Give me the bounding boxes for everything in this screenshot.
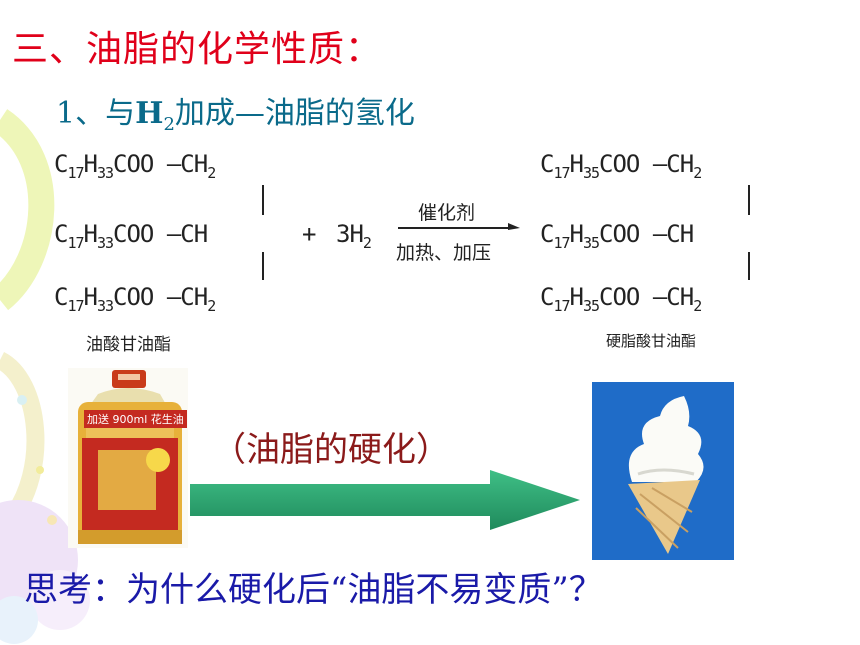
subtitle-sub: 2 <box>163 114 175 135</box>
reactant-bond-1 <box>262 185 264 215</box>
reagent-h2: 3H2 <box>336 220 372 252</box>
subtitle-suffix: 加成—油脂的氢化 <box>174 96 415 131</box>
bottle-label: 加送 900ml 花生油 <box>84 410 187 428</box>
process-arrow <box>190 470 580 530</box>
plus-sign: + <box>302 220 316 248</box>
reactant-name: 油酸甘油酯 <box>86 335 171 355</box>
slide-title: 三、油脂的化学性质： <box>12 29 383 70</box>
product-bond-1 <box>748 185 750 215</box>
reactant-bond-2 <box>262 252 264 280</box>
product-bond-2 <box>748 252 750 280</box>
reaction-arrow <box>398 223 520 230</box>
question-text: 思考：为什么硬化后“油脂不易变质”？ <box>24 570 603 610</box>
reactant-row-3: C17H33COO —CH2 <box>54 283 216 315</box>
product-name: 硬脂酸甘油酯 <box>606 332 697 350</box>
product-row-3: C17H35COO —CH2 <box>540 283 702 315</box>
hardening-label: （油脂的硬化） <box>212 430 450 470</box>
ice-cream-image <box>592 382 734 560</box>
catalyst-label: 催化剂 <box>418 202 476 224</box>
reactant-row-1: C17H33COO —CH2 <box>54 150 216 182</box>
subtitle-h: H <box>135 96 164 131</box>
product-row-2: C17H35COO —CH <box>540 220 694 252</box>
subtitle-prefix: 1、与 <box>56 96 136 131</box>
slide-subtitle: 1、与H2加成—油脂的氢化 <box>56 88 415 135</box>
oil-bottle-image <box>68 368 188 548</box>
conditions-label: 加热、加压 <box>396 242 492 264</box>
product-row-1: C17H35COO —CH2 <box>540 150 702 182</box>
reactant-row-2: C17H33COO —CH <box>54 220 208 252</box>
